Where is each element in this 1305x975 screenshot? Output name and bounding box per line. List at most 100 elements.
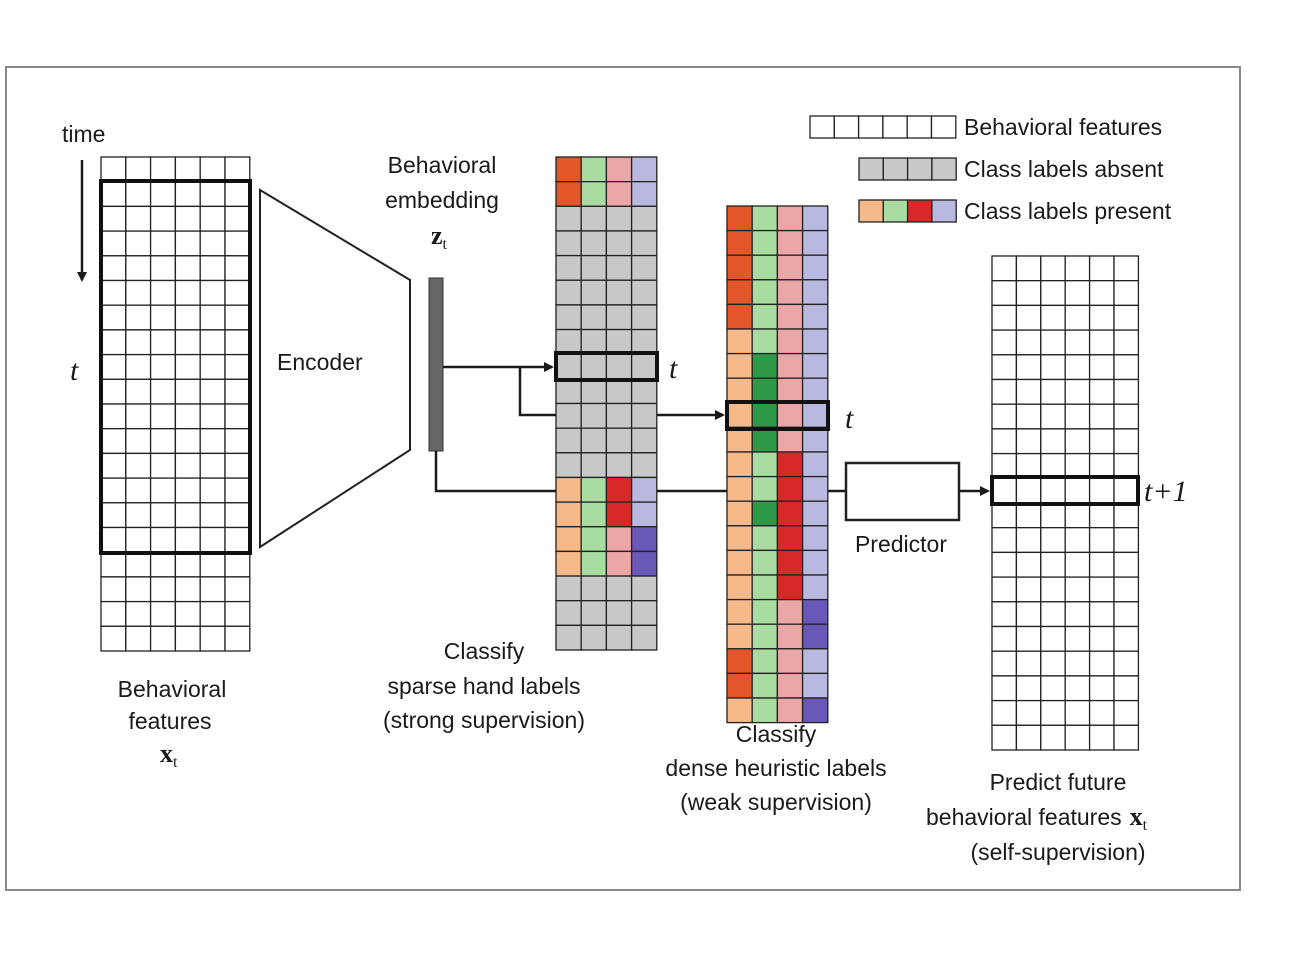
feature-cell — [199, 600, 226, 627]
future-feature-cell — [1113, 576, 1140, 603]
sparse-label-cell — [630, 205, 658, 232]
feature-cell — [174, 378, 201, 405]
dense-label-line3: (weak supervision) — [680, 789, 872, 815]
feature-cell — [149, 181, 177, 208]
future-feature-cell — [991, 477, 1018, 504]
sparse-label-cell — [555, 624, 582, 651]
feature-cell — [125, 551, 152, 578]
dense-label-cell — [776, 648, 804, 675]
legend-swatch-features — [833, 115, 860, 139]
future-t-plus-symbol: t+1 — [1144, 475, 1188, 508]
sparse-label-cell — [630, 180, 658, 207]
feature-cell — [224, 205, 251, 232]
feature-cell — [149, 279, 177, 306]
future-feature-cell — [1113, 255, 1140, 282]
sparse-label-cell — [605, 230, 633, 257]
legend-swatch-present — [931, 199, 957, 223]
future-feature-cell — [1040, 378, 1066, 405]
future-feature-cell — [1015, 255, 1042, 282]
future-feature-cell — [1064, 304, 1091, 331]
future-feature-cell — [991, 527, 1018, 554]
dense-label-cell — [776, 426, 804, 453]
feature-cell — [149, 600, 177, 627]
future-feature-cell — [1015, 452, 1042, 479]
feature-cell — [224, 156, 251, 183]
future-feature-cell — [1088, 403, 1115, 430]
dense-label-cell — [726, 500, 753, 527]
feature-cell — [125, 502, 152, 529]
future-feature-cell — [1064, 601, 1091, 628]
feature-cell — [149, 378, 177, 405]
feature-cell — [199, 230, 226, 257]
future-feature-cell — [1040, 304, 1066, 331]
feature-cell — [125, 576, 152, 603]
sparse-label-cell — [605, 205, 633, 232]
feature-cell — [224, 428, 251, 455]
sparse-label-cell — [555, 550, 582, 577]
sparse-label-cell — [555, 501, 582, 528]
future-feature-cell — [1040, 699, 1066, 726]
embedding-symbol: zt — [431, 221, 448, 253]
legend-label-present: Class labels present — [964, 198, 1172, 224]
future-label-line1: Predict future — [990, 769, 1127, 795]
sparse-label-cell — [630, 353, 658, 380]
legend-swatch-absent — [858, 157, 884, 181]
sparse-label-cell — [555, 378, 582, 405]
future-feature-cell — [1040, 576, 1066, 603]
sparse-label-cell — [580, 254, 608, 281]
feature-cell — [100, 576, 127, 603]
feature-cell — [149, 329, 177, 356]
feature-cell — [100, 304, 127, 331]
feature-cell — [174, 279, 201, 306]
future-feature-cell — [1064, 403, 1091, 430]
sparse-label-cell — [605, 427, 633, 454]
sparse-label-line2: sparse hand labels — [387, 673, 580, 699]
feature-cell — [149, 255, 177, 282]
feature-cell — [224, 304, 251, 331]
future-feature-cell — [1064, 551, 1091, 578]
legend-swatch-present — [858, 199, 884, 223]
sparse-label-line3: (strong supervision) — [383, 707, 585, 733]
dense-label-cell — [776, 328, 804, 355]
sparse-label-cell — [555, 230, 582, 257]
dense-label-cell — [776, 451, 804, 478]
future-feature-cell — [1015, 527, 1042, 554]
feature-cell — [149, 205, 177, 232]
sparse-label-cell — [605, 600, 633, 627]
feature-cell — [100, 477, 127, 504]
dense-label-cell — [776, 598, 804, 625]
future-feature-cell — [991, 576, 1018, 603]
feature-cell — [100, 329, 127, 356]
predictor-label: Predictor — [855, 531, 947, 557]
future-feature-cell — [1064, 527, 1091, 554]
dense-label-cell — [776, 574, 804, 601]
future-feature-cell — [991, 304, 1018, 331]
sparse-label-cell — [555, 600, 582, 627]
sparse-label-cell — [555, 353, 582, 380]
future-feature-cell — [991, 452, 1018, 479]
sparse-label-cell — [605, 550, 633, 577]
future-feature-cell — [991, 650, 1018, 677]
embedding-vector-bar — [428, 277, 444, 452]
feature-cell — [149, 477, 177, 504]
feature-cell — [174, 428, 201, 455]
legend — [809, 115, 957, 223]
sparse-label-cell — [555, 526, 582, 553]
sparse-label-cell — [605, 501, 633, 528]
dense-label-cell — [751, 623, 779, 650]
feature-cell — [100, 156, 127, 183]
feature-cell — [224, 378, 251, 405]
input-window-highlight — [99, 179, 252, 555]
dense-label-cell — [776, 475, 804, 502]
future-feature-cell — [1113, 699, 1140, 726]
future-feature-cell — [1113, 724, 1140, 751]
feature-cell — [149, 452, 177, 479]
feature-cell — [100, 378, 127, 405]
sparse-label-cell — [580, 205, 608, 232]
feature-cell — [125, 353, 152, 380]
sparse-label-cell — [605, 353, 633, 380]
future-feature-cell — [1088, 551, 1115, 578]
dense-label-cell — [801, 426, 829, 453]
future-feature-cell — [1113, 280, 1140, 307]
feature-cell — [149, 156, 177, 183]
